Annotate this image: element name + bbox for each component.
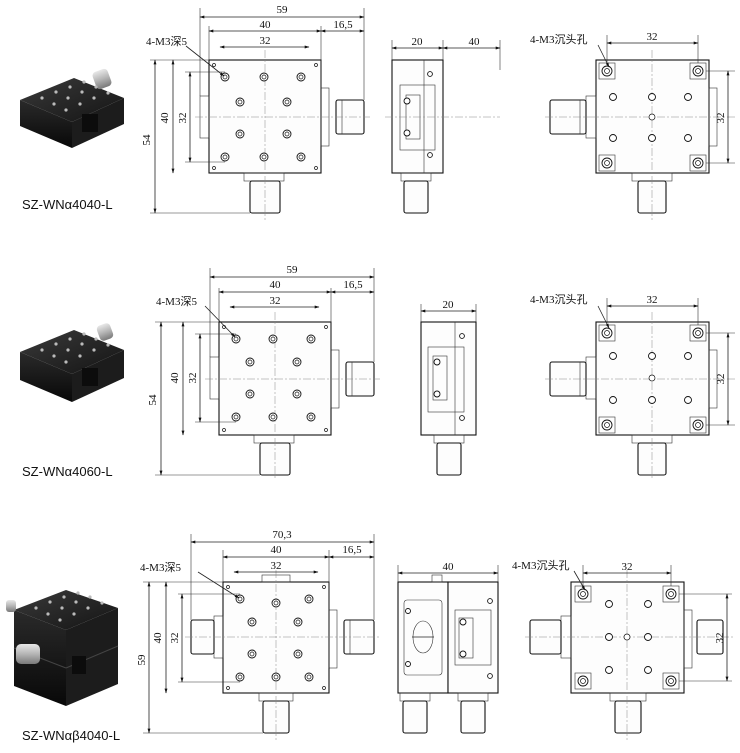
front-view: 59 40 16,5 32 54 40 32 4-M3深5 (141, 4, 370, 220)
dim-top-width: 70,3 (272, 529, 292, 541)
callout-bottom-holes: 4-M3沉头孔 (530, 33, 587, 46)
dim-height-body: 40 (169, 372, 181, 384)
side-view: 20 40 (385, 36, 501, 214)
dim-height-outer: 54 (141, 134, 153, 146)
product-photo (20, 323, 124, 402)
dim-top-width: 59 (287, 264, 299, 276)
bottom-view: 32 32 4-M3沉头孔 (530, 31, 735, 220)
callout-top-holes: 4-M3深5 (146, 35, 187, 48)
dim-hole-span: 32 (260, 35, 271, 47)
dim-height-holes: 32 (187, 373, 199, 384)
callout-top-holes: 4-M3深5 (156, 295, 197, 308)
dim-knob-offset: 16,5 (343, 279, 363, 291)
model-label: SZ-WNα4040-L (22, 197, 113, 212)
callout-bottom-holes: 4-M3沉头孔 (530, 293, 587, 306)
dim-side-offset: 40 (469, 36, 481, 48)
dim-height-outer: 54 (147, 394, 159, 406)
model-label: SZ-WNαβ4040-L (22, 728, 120, 743)
dim-bottom-span: 32 (622, 561, 633, 573)
mounting-holes (212, 63, 318, 170)
dim-hole-span: 32 (270, 295, 281, 307)
product-photo (20, 68, 124, 148)
dim-body-width: 40 (260, 19, 272, 31)
dim-height-body: 40 (159, 112, 171, 124)
bottom-view: 32 32 4-M3沉头孔 (512, 559, 735, 740)
dim-hole-span: 32 (271, 560, 282, 572)
product-photo (6, 590, 119, 706)
dim-height-holes: 32 (177, 113, 189, 124)
dim-top-width: 59 (277, 4, 289, 16)
dim-height-holes: 32 (169, 633, 181, 644)
bottom-view: 32 32 4-M3沉头孔 (530, 293, 735, 480)
model-label: SZ-WNα4060-L (22, 464, 113, 479)
dim-side-width: 40 (443, 561, 455, 573)
dim-knob-offset: 16,5 (333, 19, 353, 31)
dim-bottom-height: 32 (715, 374, 727, 385)
side-view: 20 (420, 299, 477, 476)
dim-bottom-height: 32 (715, 113, 727, 124)
dim-bottom-height: 32 (714, 633, 726, 644)
dim-bottom-span: 32 (647, 31, 658, 43)
dim-bottom-span: 32 (647, 294, 658, 306)
side-view: 40 (397, 561, 499, 734)
front-view: 59 40 16,5 32 54 40 32 4-M3深5 (147, 264, 380, 480)
dim-body-width: 40 (271, 544, 283, 556)
dim-body-width: 40 (270, 279, 282, 291)
row-3: SZ-WNαβ4040-L (6, 529, 735, 743)
dim-side-width: 20 (412, 36, 424, 48)
dim-height-outer: 59 (136, 654, 148, 666)
row-2: SZ-WNα4060-L (20, 264, 735, 480)
callout-bottom-holes: 4-M3沉头孔 (512, 559, 569, 572)
dim-height-body: 40 (152, 632, 164, 644)
row-1: SZ-WNα4040-L (20, 4, 735, 220)
callout-top-holes: 4-M3深5 (140, 561, 181, 574)
front-view: 70,3 40 16,5 32 59 40 32 4-M3深5 (136, 529, 380, 740)
dim-side-width: 20 (443, 299, 455, 311)
dim-knob-offset: 16,5 (342, 544, 362, 556)
